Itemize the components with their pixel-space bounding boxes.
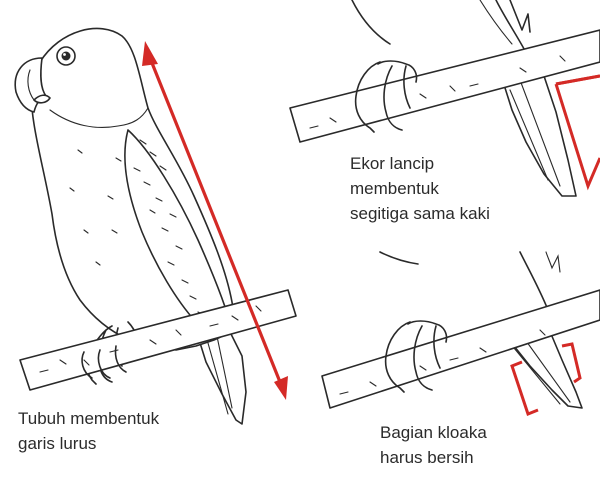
caption-cloaca-1: Bagian kloaka (380, 423, 487, 442)
caption-cloaca-2: harus bersih (380, 448, 474, 467)
caption-tail-shape-3: segitiga sama kaki (350, 204, 490, 223)
tail-detail-foot (354, 60, 418, 133)
body-line-arrow (142, 41, 288, 400)
full-bird-figure (14, 27, 247, 425)
cloaca-bracket-marker (510, 342, 582, 416)
caption-body-line: Tubuh membentuk garis lurus (18, 406, 159, 456)
cloaca-detail-foot (384, 320, 448, 393)
tail-detail-figure (289, 0, 600, 197)
tail-closeup (499, 69, 577, 197)
perch-branch (19, 289, 297, 391)
bird-body (30, 27, 237, 351)
caption-body-line-2: garis lurus (18, 434, 97, 453)
caption-cloaca: Bagian kloaka harus bersih (380, 420, 487, 470)
caption-tail-shape-1: Ekor lancip (350, 154, 435, 173)
caption-tail-shape: Ekor lancip membentuk segitiga sama kaki (350, 151, 490, 226)
cloaca-detail-figure (321, 251, 600, 416)
caption-tail-shape-2: membentuk (350, 179, 439, 198)
caption-body-line-1: Tubuh membentuk (18, 409, 160, 428)
